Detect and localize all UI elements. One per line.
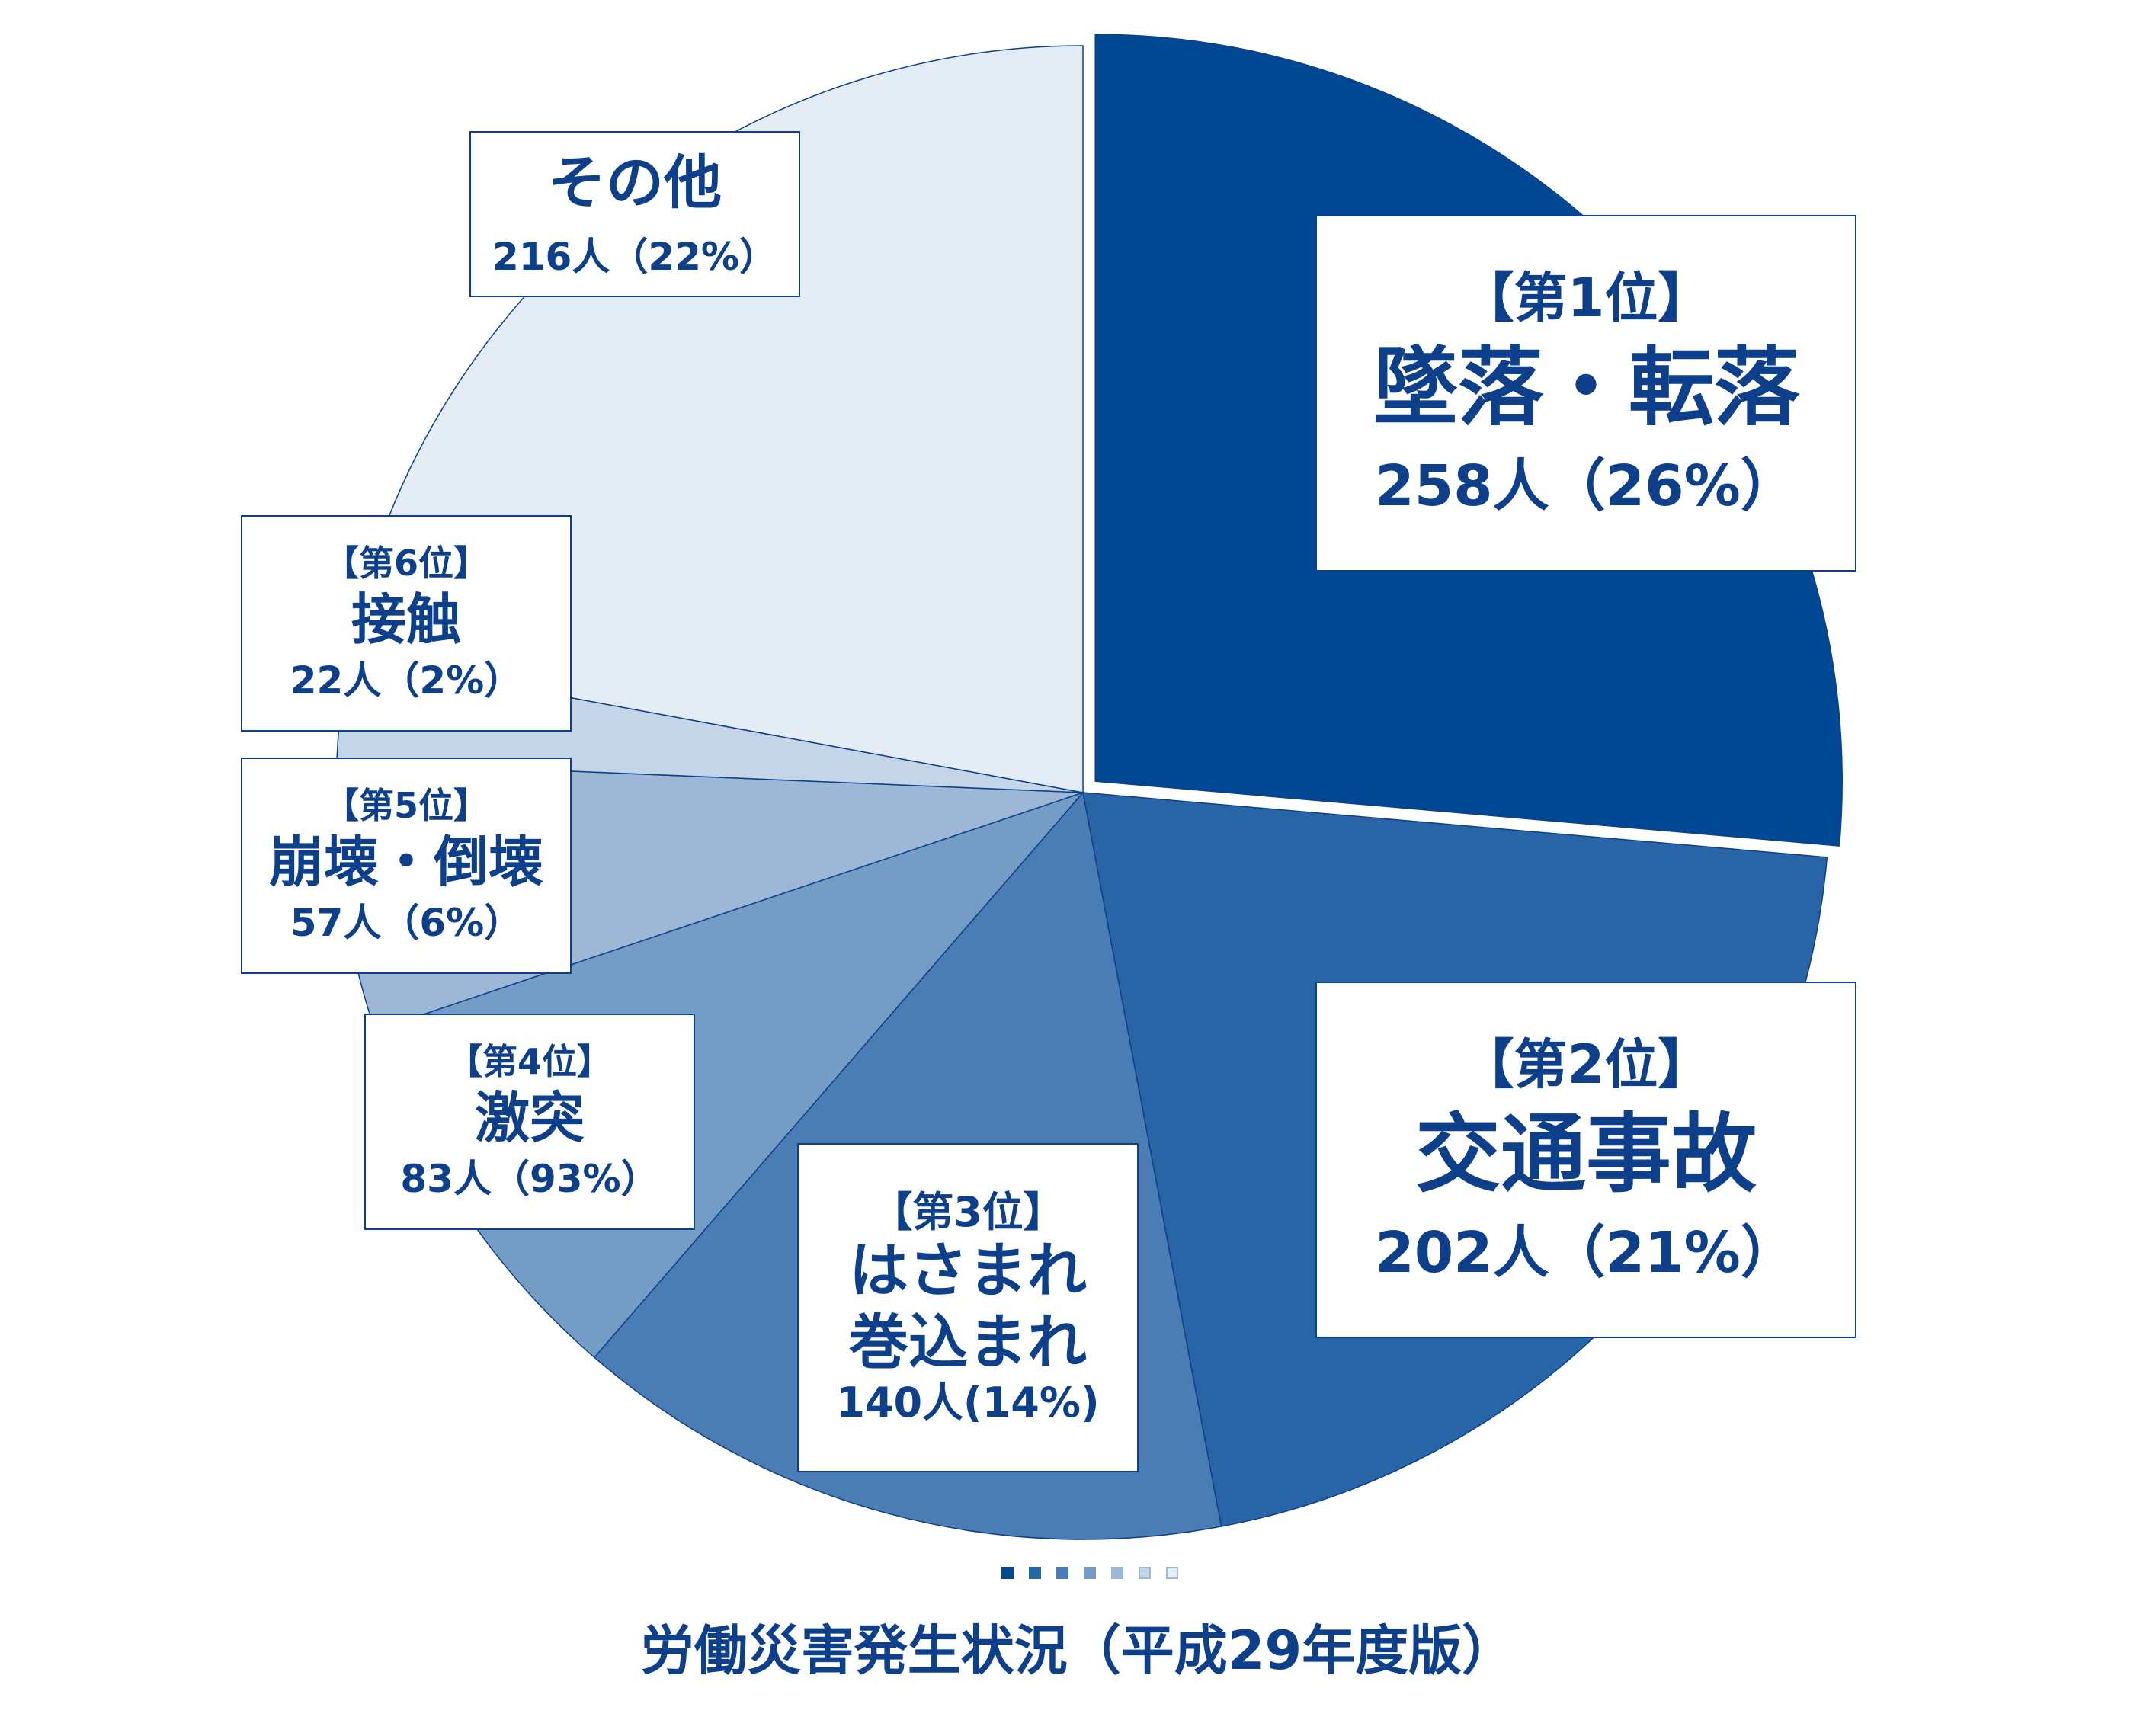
category-name: その他: [548, 148, 722, 216]
color-swatch: [1056, 1567, 1068, 1579]
chart-title: 労働災害発生状況（平成29年度版）: [640, 1619, 1516, 1682]
count-label: 140人(14%): [836, 1378, 1100, 1427]
rank-label: 【第6位】: [323, 543, 489, 585]
color-swatch: [1029, 1567, 1041, 1579]
color-swatch: [1084, 1567, 1096, 1579]
label-box-rank-2: 【第2位】 交通事故 202人（21%）: [1315, 982, 1856, 1338]
color-swatch: [1166, 1567, 1178, 1579]
count-label: 57人（6%）: [290, 901, 523, 946]
rank-label: 【第1位】: [1460, 266, 1712, 329]
count-label: 202人（21%）: [1375, 1220, 1797, 1286]
count-label: 216人（22%）: [492, 234, 778, 279]
category-name: 交通事故: [1415, 1105, 1757, 1205]
label-box-rank-1: 【第1位】 墜落・転落 258人（26%）: [1315, 215, 1856, 572]
label-box-other: その他 216人（22%）: [469, 131, 800, 297]
category-name: 激突: [474, 1086, 585, 1151]
color-swatch: [1001, 1567, 1014, 1579]
rank-label: 【第3位】: [871, 1188, 1065, 1237]
label-box-rank-5: 【第5位】 崩壊・倒壊 57人（6%）: [241, 758, 572, 974]
label-box-rank-6: 【第6位】 接触 22人（2%）: [241, 515, 572, 732]
category-name-line2: 巻込まれ: [848, 1308, 1087, 1377]
count-label: 258人（26%）: [1375, 453, 1797, 520]
count-label: 83人（93%）: [400, 1157, 659, 1202]
rank-label: 【第5位】: [323, 785, 489, 827]
color-swatch-row: [1001, 1567, 1178, 1579]
rank-label: 【第2位】: [1460, 1033, 1712, 1096]
label-box-rank-3: 【第3位】 はさまれ 巻込まれ 140人(14%): [797, 1143, 1139, 1472]
category-name: 崩壊・倒壊: [268, 830, 543, 895]
label-box-rank-4: 【第4位】 激突 83人（93%）: [364, 1014, 695, 1230]
color-swatch: [1139, 1567, 1151, 1579]
count-label: 22人（2%）: [290, 658, 523, 703]
color-swatch: [1111, 1567, 1123, 1579]
rank-label: 【第4位】: [447, 1041, 612, 1083]
category-name-line1: はさまれ: [848, 1237, 1087, 1306]
category-name: 墜落・転落: [1373, 338, 1799, 438]
category-name: 接触: [351, 588, 461, 652]
